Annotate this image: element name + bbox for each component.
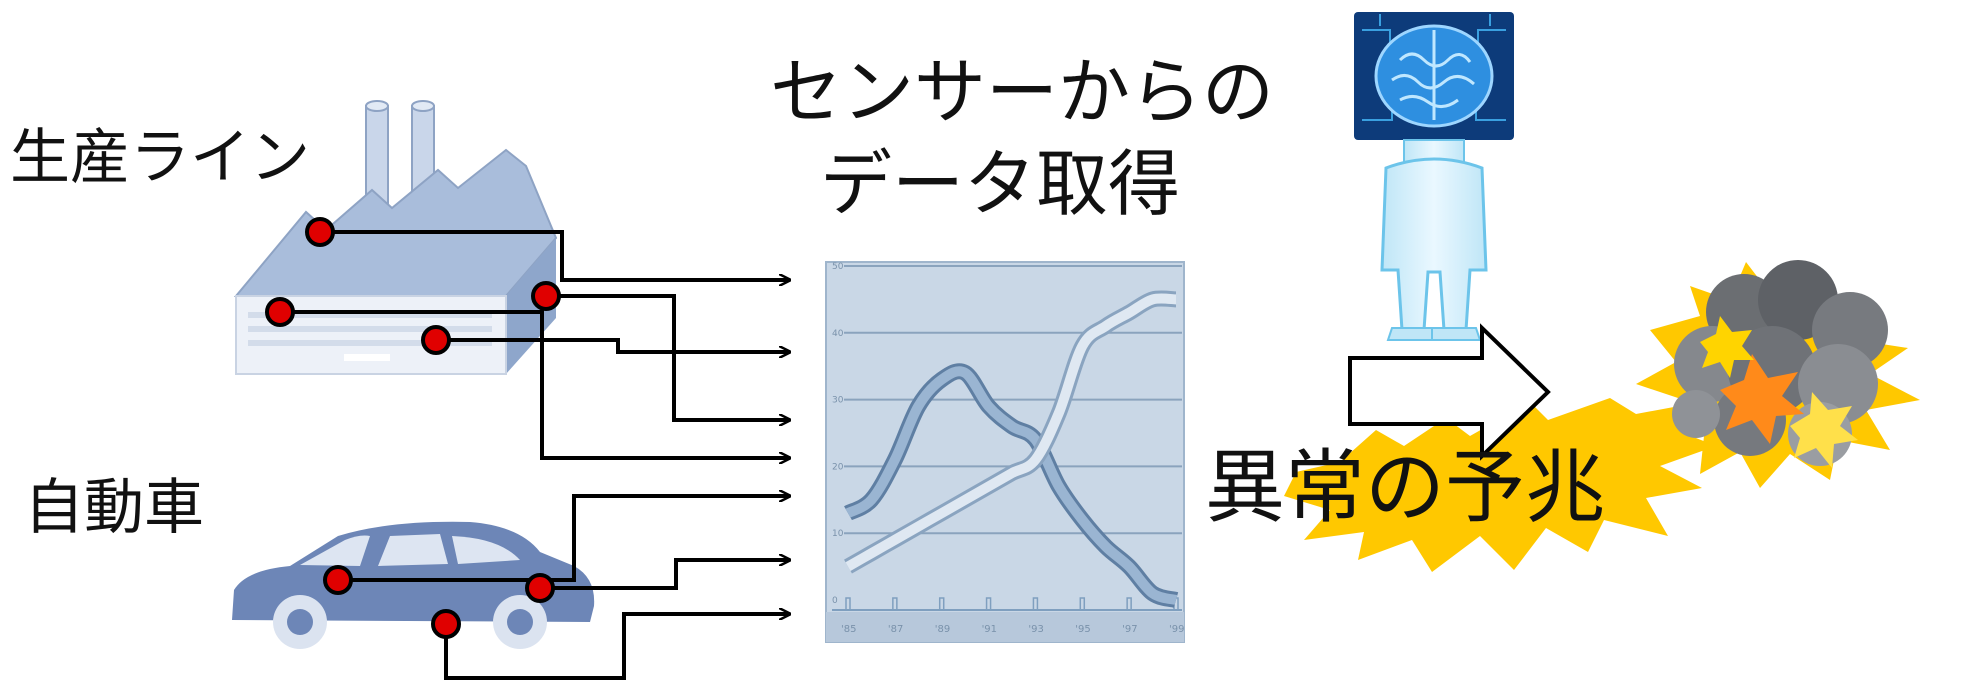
sensor-dot xyxy=(525,573,555,603)
sensor-dot xyxy=(305,217,335,247)
title-line-2: データ取得 xyxy=(820,142,1181,226)
x-tick-mark xyxy=(985,597,992,611)
sensor-dot xyxy=(531,281,561,311)
wire-6 xyxy=(540,560,790,590)
series-line xyxy=(845,293,1177,571)
x-tick-label: '87 xyxy=(888,624,903,635)
chart-series xyxy=(844,290,1179,608)
sensor-dot xyxy=(265,297,295,327)
sensor-chart: 0 10 20 30 40 50 '85 '87 '89 '91 '93 '95 '97 '99 xyxy=(825,261,1185,643)
x-tick-mark xyxy=(1032,597,1039,611)
wire-7 xyxy=(444,614,790,680)
series-line xyxy=(845,366,1178,605)
x-tick-label: '93 xyxy=(1028,624,1043,635)
burst-icon xyxy=(1284,398,1716,572)
explosion-icon xyxy=(1636,260,1920,488)
x-tick-label: '99 xyxy=(1169,624,1184,635)
chart-y-ticks: 0 10 20 30 40 50 xyxy=(832,262,844,606)
car-label: 自動車 xyxy=(24,473,204,543)
x-tick-mark xyxy=(1079,597,1086,611)
x-tick-label: '97 xyxy=(1122,624,1137,635)
wire-2 xyxy=(436,338,790,352)
brain-person-icon xyxy=(1354,12,1514,341)
sensor-wires xyxy=(280,230,790,680)
x-axis-band xyxy=(826,612,1184,642)
y-tick-label: 40 xyxy=(832,329,844,339)
title-line-1: センサーからの xyxy=(770,50,1275,134)
y-tick-label: 30 xyxy=(832,396,844,406)
right-arrow-icon xyxy=(1348,323,1551,461)
x-tick-mark xyxy=(938,597,945,611)
x-tick-mark xyxy=(1126,597,1132,611)
car-icon xyxy=(232,521,595,649)
y-tick-label: 20 xyxy=(832,462,844,472)
x-tick-mark xyxy=(892,597,898,611)
sensor-dot xyxy=(431,609,461,639)
sensor-dot xyxy=(323,565,353,595)
y-tick-label: 10 xyxy=(832,529,844,539)
x-tick-label: '89 xyxy=(935,624,950,635)
x-tick-mark xyxy=(845,597,851,611)
x-tick-label: '95 xyxy=(1075,624,1090,635)
sensor-dots xyxy=(265,217,561,639)
factory-label: 生産ライン xyxy=(10,123,310,193)
y-tick-label: 0 xyxy=(832,596,838,606)
y-tick-label: 50 xyxy=(832,262,844,272)
wire-1 xyxy=(320,230,790,280)
anomaly-label: 異常の予兆 xyxy=(1205,441,1605,534)
wire-3 xyxy=(546,294,790,420)
sensor-dot xyxy=(421,325,451,355)
chart-background xyxy=(825,261,1185,643)
chart-x-ticks: '85 '87 '89 '91 '93 '95 '97 '99 xyxy=(826,597,1184,642)
x-tick-label: '85 xyxy=(841,624,856,635)
x-tick-label: '91 xyxy=(982,624,997,635)
wire-4 xyxy=(280,310,790,458)
wire-5 xyxy=(338,496,790,582)
